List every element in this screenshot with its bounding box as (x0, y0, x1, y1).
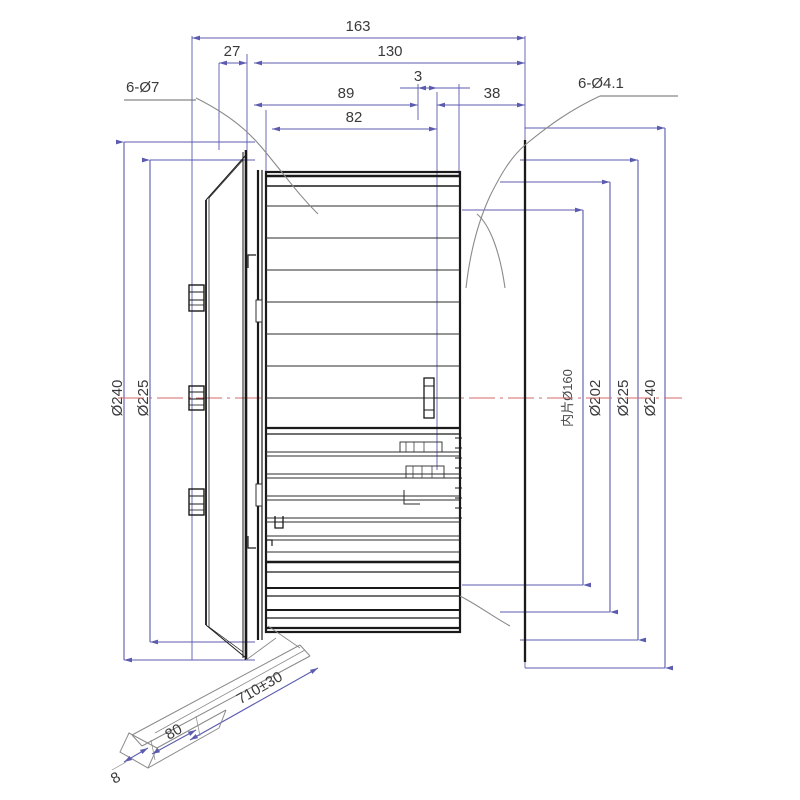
dim-dia240-left: Ø240 (109, 139, 255, 663)
dim-label-130: 130 (377, 43, 402, 60)
flange-mounting-boss-middle (188, 385, 205, 411)
curved-leader-lines (195, 95, 601, 627)
impeller-blade-cage (264, 170, 462, 634)
dim-label-82: 82 (346, 109, 363, 126)
top-dimension-group: 163 27 130 3 89 38 (192, 18, 525, 150)
flange-mounting-boss-bottom (188, 488, 205, 516)
callout-label-6-dia7: 6-Ø7 (126, 79, 159, 96)
dim-80: 80 (150, 715, 201, 761)
mounting-flange-plate (188, 150, 248, 660)
left-vertical-dimension-group: Ø240 Ø225 (109, 139, 255, 663)
dim-89: 89 (254, 85, 418, 108)
dim-label-163: 163 (345, 18, 370, 35)
dim-82: 82 (272, 109, 437, 132)
hub-detail (272, 377, 435, 419)
dim-dia225-right: Ø225 (520, 157, 646, 643)
wire-leader (245, 625, 301, 661)
dim-label-dia225-right: Ø225 (615, 380, 632, 417)
dim-label-3: 3 (414, 68, 422, 85)
rim-serrations (455, 437, 462, 519)
flange-mounting-boss-top (188, 284, 205, 312)
internal-detail-blocks (266, 441, 445, 546)
dim-130: 130 (254, 43, 525, 66)
dim-label-89: 89 (338, 85, 355, 102)
callout-group: 6-Ø7 6-Ø4.1 (124, 75, 678, 101)
dim-label-27: 27 (224, 43, 241, 60)
dim-label-38: 38 (484, 85, 501, 102)
blade-partitions-lower (266, 451, 460, 553)
dim-label-dia240-left: Ø240 (109, 380, 126, 417)
callout-6-dia7: 6-Ø7 (124, 79, 196, 101)
dim-38: 38 (437, 85, 525, 108)
dim-label-80: 80 (162, 721, 185, 744)
dim-3: 3 (400, 68, 470, 91)
dim-27: 27 (218, 43, 247, 150)
callout-6-dia4-1: 6-Ø4.1 (578, 75, 678, 97)
motor-shaft (247, 170, 263, 640)
callout-label-6-dia4-1: 6-Ø4.1 (578, 75, 624, 92)
dim-163: 163 (192, 18, 525, 41)
